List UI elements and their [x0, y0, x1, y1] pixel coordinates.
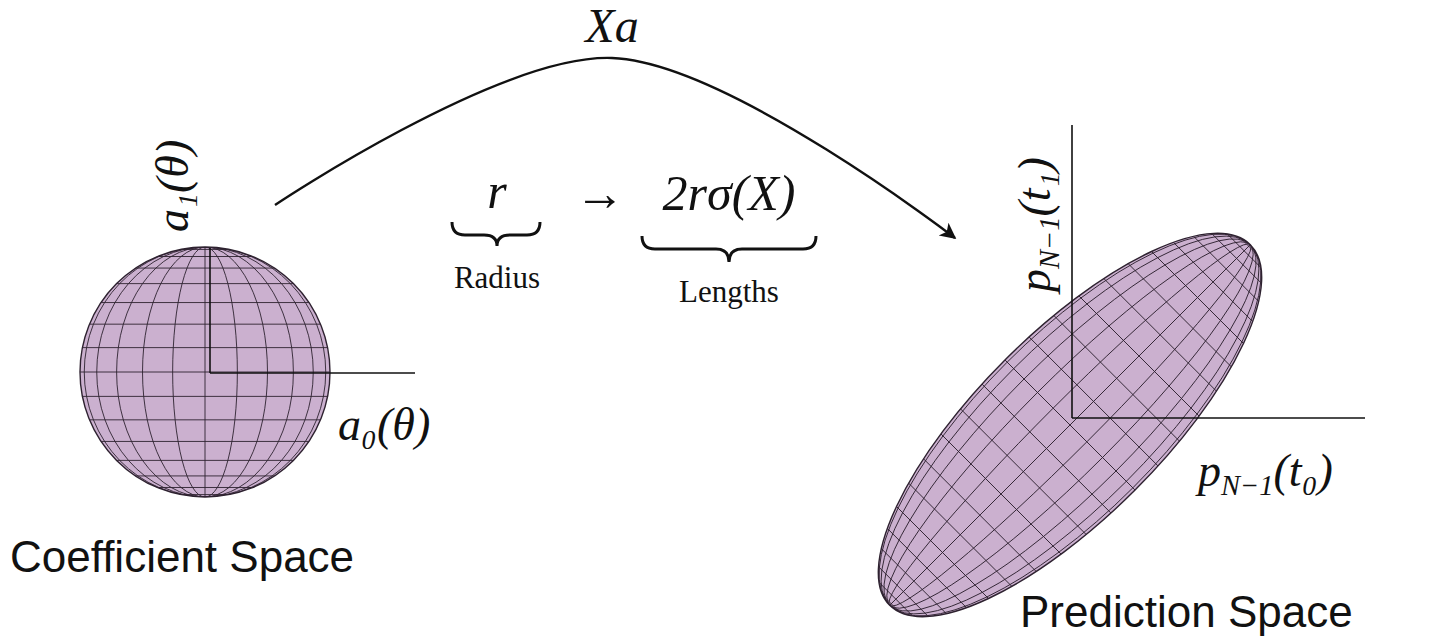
- brace-label: Radius: [454, 260, 540, 295]
- brace-label-group: Lengths: [679, 276, 779, 307]
- axis-label-group: pN−1(t₀): [1198, 448, 1333, 494]
- axis-line: [209, 248, 211, 373]
- brace-label: Lengths: [679, 274, 779, 309]
- space-caption: Prediction Space: [1020, 590, 1353, 634]
- prediction-ellipsoid: Prediction Space: [880, 238, 1435, 639]
- brace: [452, 222, 540, 246]
- axis-line: [210, 372, 415, 374]
- maps-to-arrow-group: →: [575, 168, 625, 218]
- math-symbol: r: [487, 163, 506, 219]
- axis-label: (t₀): [1274, 445, 1333, 496]
- shape-outline: [5, 205, 445, 590]
- ellipsoid-grid: [825, 180, 1316, 639]
- axis-label: a₁(θ): [147, 140, 198, 232]
- axis-line: [1071, 125, 1073, 418]
- axis-line: [1072, 417, 1365, 419]
- ellipsoid-fill: [825, 180, 1316, 639]
- axis-label: N−1: [1034, 216, 1065, 269]
- shape-outline: [880, 238, 1435, 639]
- maps-to-arrow: →: [575, 165, 625, 221]
- axis-label: (t₁): [1009, 157, 1060, 216]
- brace-label-group: Radius: [454, 262, 540, 293]
- sphere-grid: [80, 247, 330, 497]
- axis-label-group: a₁(θ): [150, 140, 196, 232]
- axis-label: N−1: [1221, 470, 1274, 501]
- axis-label: p: [1198, 445, 1221, 496]
- space-caption: Coefficient Space: [10, 535, 354, 579]
- axis-label-group: a₀(θ): [338, 402, 430, 448]
- math-expression: 2rσ(X): [663, 165, 796, 221]
- axis-label: a₀(θ): [338, 399, 430, 450]
- math-expression-group: 2rσ(X): [663, 168, 796, 218]
- brace: [642, 236, 816, 262]
- coefficient-sphere: Coefficient Space: [5, 205, 445, 590]
- sphere-outline: [80, 247, 330, 497]
- axis-label-group: pN−1(t₁): [1012, 157, 1058, 292]
- edge-label: Xa: [581, 2, 642, 50]
- axis-label: p: [1009, 269, 1060, 292]
- mapping-arrow: [275, 58, 955, 238]
- sphere-fill: [80, 247, 330, 497]
- math-symbol-group: r: [487, 166, 506, 216]
- ellipsoid-outline: [825, 180, 1316, 639]
